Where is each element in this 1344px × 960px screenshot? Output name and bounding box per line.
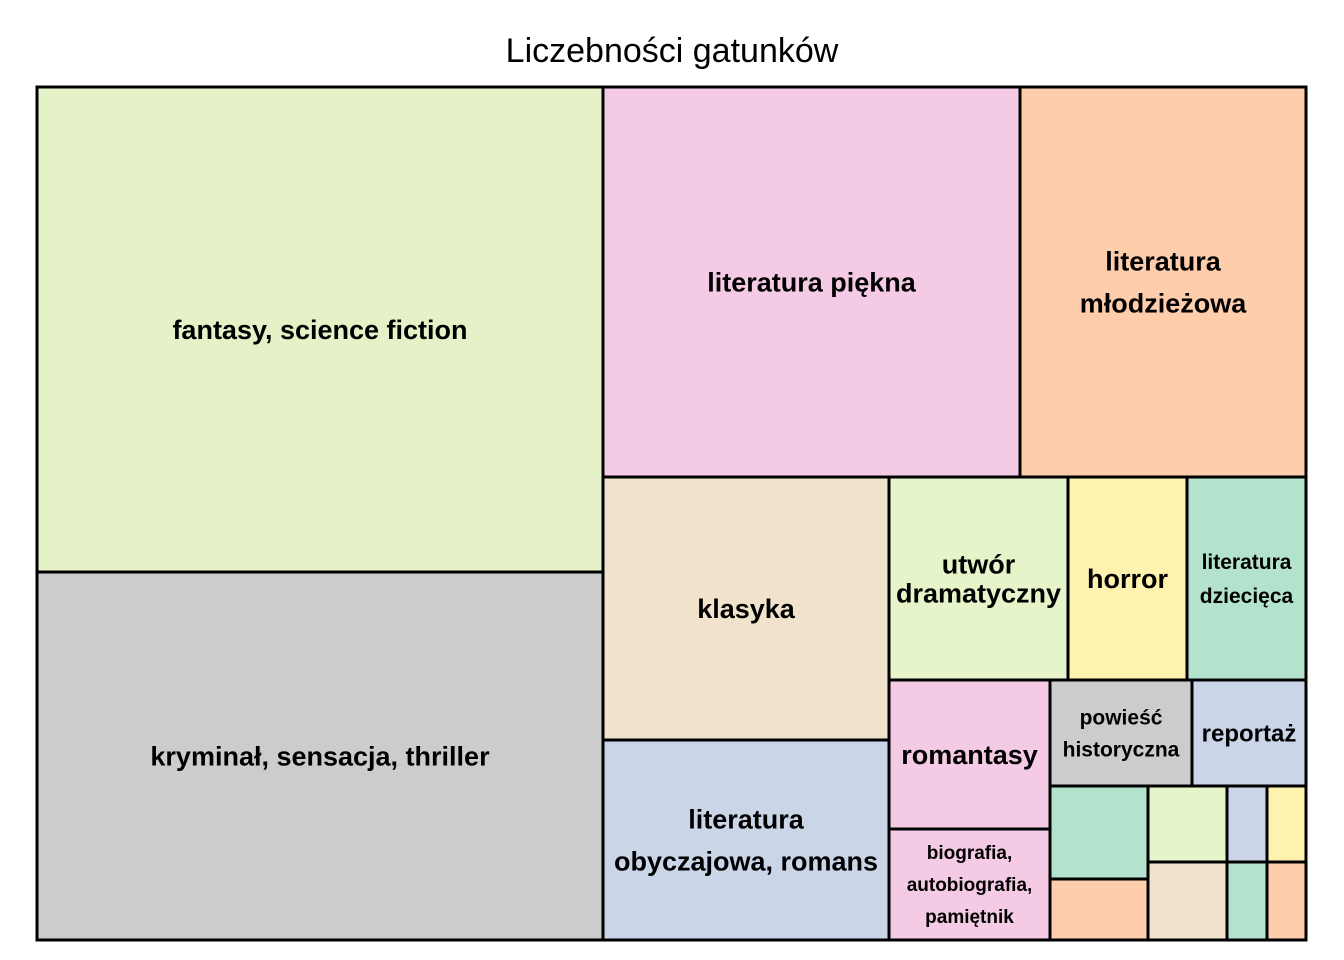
treemap-tile xyxy=(1048,877,1150,942)
treemap-tile-label-line: literatura xyxy=(1202,551,1292,574)
treemap-tile-rect xyxy=(1018,85,1308,479)
treemap-tile-label-line: powieść xyxy=(1080,706,1163,729)
treemap-tile xyxy=(1146,784,1229,864)
treemap-tile-rect xyxy=(601,738,891,942)
treemap-tile xyxy=(1265,784,1308,864)
treemap-tile-label-line: biografia, xyxy=(927,843,1013,864)
treemap-tile-label: literatura młodzieżowa xyxy=(1080,246,1248,318)
treemap-tile-label-line: autobiografia, xyxy=(907,875,1033,896)
treemap-tile-label-line: dziecięca xyxy=(1200,585,1294,608)
treemap-tile-label: fantasy, science fiction xyxy=(172,315,467,345)
treemap-tile-label-line: romantasy xyxy=(901,740,1038,770)
chart-title: Liczebności gatunków xyxy=(505,32,839,70)
treemap-tile: biografia, autobiografia, pamiętnik xyxy=(887,827,1052,942)
treemap-tile: horror xyxy=(1066,475,1189,682)
treemap-tile xyxy=(1225,860,1269,942)
treemap-tile-label: literatura obyczajowa, romans xyxy=(614,804,878,876)
treemap-tile-label: kryminał, sensacja, thriller xyxy=(150,741,490,771)
treemap-tile-rect xyxy=(1225,784,1269,864)
treemap-tile xyxy=(1225,784,1269,864)
treemap-tile xyxy=(1265,860,1308,942)
treemap-tile: powieść historyczna xyxy=(1048,678,1194,788)
treemap-tile-rect xyxy=(1225,860,1269,942)
treemap-tile-rect xyxy=(1185,475,1308,682)
treemap-tile: klasyka xyxy=(601,475,891,742)
treemap-tile-label-line: utwór xyxy=(942,549,1016,579)
treemap-tile-rect xyxy=(35,85,605,574)
treemap-tile-label-line: kryminał, sensacja, thriller xyxy=(150,741,490,771)
treemap-tile-label-line: reportaż xyxy=(1202,720,1297,747)
treemap-tile: romantasy xyxy=(887,678,1052,831)
treemap-tile: literatura piękna xyxy=(601,85,1022,479)
treemap-tile-label-line: klasyka xyxy=(697,594,796,624)
treemap-tile-label-line: dramatyczny xyxy=(896,578,1061,608)
treemap-tile-label-line: pamiętnik xyxy=(925,907,1014,928)
treemap-tile-label: romantasy xyxy=(901,740,1038,770)
treemap-tile-rect xyxy=(1048,784,1150,881)
treemap-tile-label: literatura piękna xyxy=(707,267,917,297)
treemap-tile-rect xyxy=(601,85,1022,479)
treemap-tile-label: horror xyxy=(1087,564,1168,594)
treemap-tile-label: powieść historyczna xyxy=(1063,706,1180,761)
treemap-tile xyxy=(1146,860,1229,942)
treemap-tile-rect xyxy=(887,678,1052,831)
treemap-tile-rect xyxy=(35,570,605,942)
treemap-tile: literatura młodzieżowa xyxy=(1018,85,1308,479)
treemap-tile: fantasy, science fiction xyxy=(35,85,605,574)
treemap-tile-rect xyxy=(1146,860,1229,942)
treemap-tile-label-line: młodzieżowa xyxy=(1080,288,1248,318)
treemap-tile-label: klasyka xyxy=(697,594,796,624)
treemap-tile-rect xyxy=(1190,678,1308,788)
treemap-tile-label-line: literatura xyxy=(688,804,805,834)
treemap-tile-label-line: historyczna xyxy=(1063,738,1180,761)
treemap-tile-label-line: horror xyxy=(1087,564,1168,594)
treemap-tile-label-line: literatura piękna xyxy=(707,267,917,297)
treemap-tile: literatura obyczajowa, romans xyxy=(601,738,891,942)
treemap-tile: reportaż xyxy=(1190,678,1308,788)
treemap-tile xyxy=(1048,784,1150,881)
treemap-tile-label-line: obyczajowa, romans xyxy=(614,846,878,876)
treemap-tile-rect xyxy=(1048,877,1150,942)
treemap-tile-label: biografia, autobiografia, pamiętnik xyxy=(907,843,1033,928)
treemap-tile-label-line: fantasy, science fiction xyxy=(172,315,467,345)
treemap-tile-rect xyxy=(1265,860,1308,942)
treemap-tile: kryminał, sensacja, thriller xyxy=(35,570,605,942)
treemap-tile-label: reportaż xyxy=(1202,720,1297,747)
treemap-tile-rect xyxy=(1146,784,1229,864)
treemap-tile-rect xyxy=(1048,678,1194,788)
treemap-tile-rect xyxy=(1265,784,1308,864)
treemap-tile-rect xyxy=(887,827,1052,942)
treemap-tile: literatura dziecięca xyxy=(1185,475,1308,682)
treemap-tile-label: literatura dziecięca xyxy=(1200,551,1294,608)
treemap-tile-label-line: literatura xyxy=(1105,246,1222,276)
